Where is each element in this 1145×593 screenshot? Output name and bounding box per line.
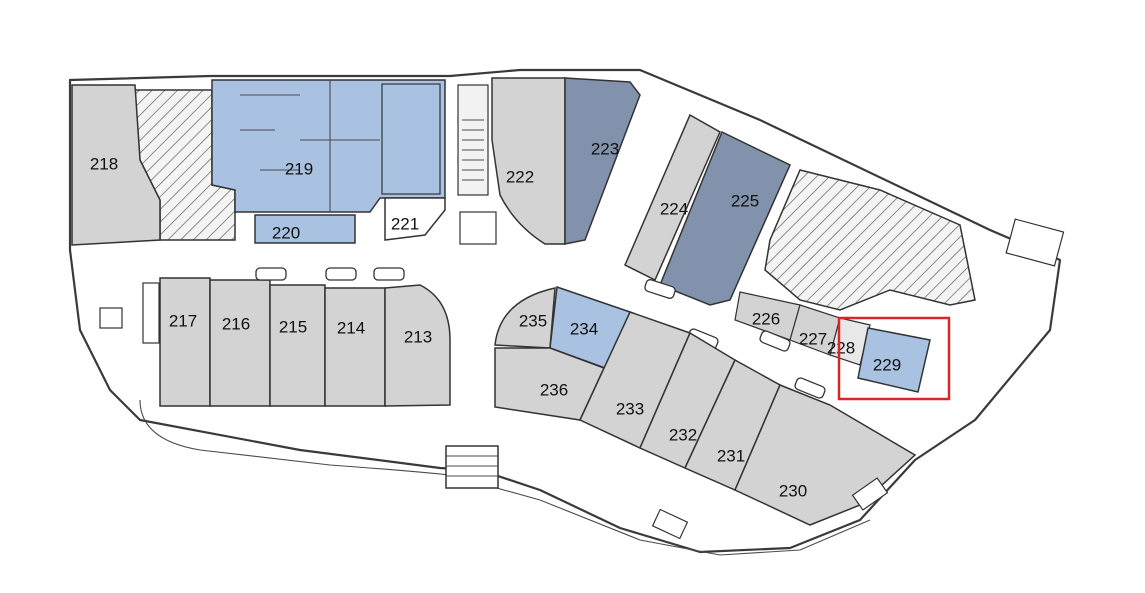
unit-236[interactable]: 236 bbox=[494, 347, 606, 421]
unit-216-label: 216 bbox=[222, 314, 250, 333]
unit-215-label: 215 bbox=[279, 317, 307, 336]
unit-224[interactable]: 224 bbox=[624, 113, 721, 282]
unit-217[interactable]: 217 bbox=[159, 277, 211, 407]
unit-235-label: 235 bbox=[519, 311, 547, 330]
escalator bbox=[457, 84, 497, 245]
side-stairs bbox=[99, 218, 1065, 540]
unit-223-label: 223 bbox=[591, 139, 619, 158]
unit-218[interactable]: 218 bbox=[71, 84, 161, 246]
selected-unit-highlight bbox=[837, 316, 951, 401]
unit-220[interactable]: 220 bbox=[254, 214, 356, 244]
unit-224-label: 224 bbox=[660, 199, 688, 218]
storefront-bumps bbox=[255, 267, 826, 399]
unit-230-label: 230 bbox=[779, 481, 807, 500]
unit-227-label: 227 bbox=[799, 329, 827, 348]
unit-225-label: 225 bbox=[731, 191, 759, 210]
unit-229-label: 229 bbox=[873, 355, 901, 374]
unit-228-label: 228 bbox=[827, 338, 855, 357]
unit-219-label: 219 bbox=[285, 159, 313, 178]
unit-221-label: 221 bbox=[391, 214, 419, 233]
unit-216[interactable]: 216 bbox=[209, 279, 271, 407]
unit-215[interactable]: 215 bbox=[269, 284, 326, 407]
unit-214-label: 214 bbox=[337, 318, 365, 337]
unit-223[interactable]: 223 bbox=[564, 77, 641, 245]
unit-226-label: 226 bbox=[752, 309, 780, 328]
unit-222[interactable]: 222 bbox=[491, 77, 566, 245]
unit-227[interactable]: 227 bbox=[789, 304, 841, 356]
building-outline bbox=[68, 68, 1062, 554]
unit-234-label: 234 bbox=[570, 319, 598, 338]
unit-219[interactable]: 219 bbox=[211, 79, 446, 213]
unit-225[interactable]: 225 bbox=[659, 130, 791, 306]
unit-220-label: 220 bbox=[272, 223, 300, 242]
unit-221[interactable]: 221 bbox=[384, 197, 446, 241]
unit-236-label: 236 bbox=[540, 380, 568, 399]
unit-235[interactable]: 235 bbox=[494, 287, 556, 349]
unit-233-label: 233 bbox=[616, 399, 644, 418]
unit-234[interactable]: 234 bbox=[549, 285, 632, 369]
unit-218-label: 218 bbox=[90, 154, 118, 173]
unit-232-label: 232 bbox=[669, 425, 697, 444]
unit-213-label: 213 bbox=[404, 327, 432, 346]
unit-217-label: 217 bbox=[169, 311, 197, 330]
service-area-right bbox=[764, 169, 976, 311]
unit-229[interactable]: 229 bbox=[857, 327, 931, 393]
unit-231-label: 231 bbox=[717, 446, 745, 465]
bottom-entrance bbox=[445, 445, 499, 489]
unit-214[interactable]: 214 bbox=[324, 287, 386, 407]
unit-222-label: 222 bbox=[506, 167, 534, 186]
unit-213[interactable]: 213 bbox=[384, 284, 451, 407]
unit-232[interactable]: 232 bbox=[639, 331, 736, 469]
